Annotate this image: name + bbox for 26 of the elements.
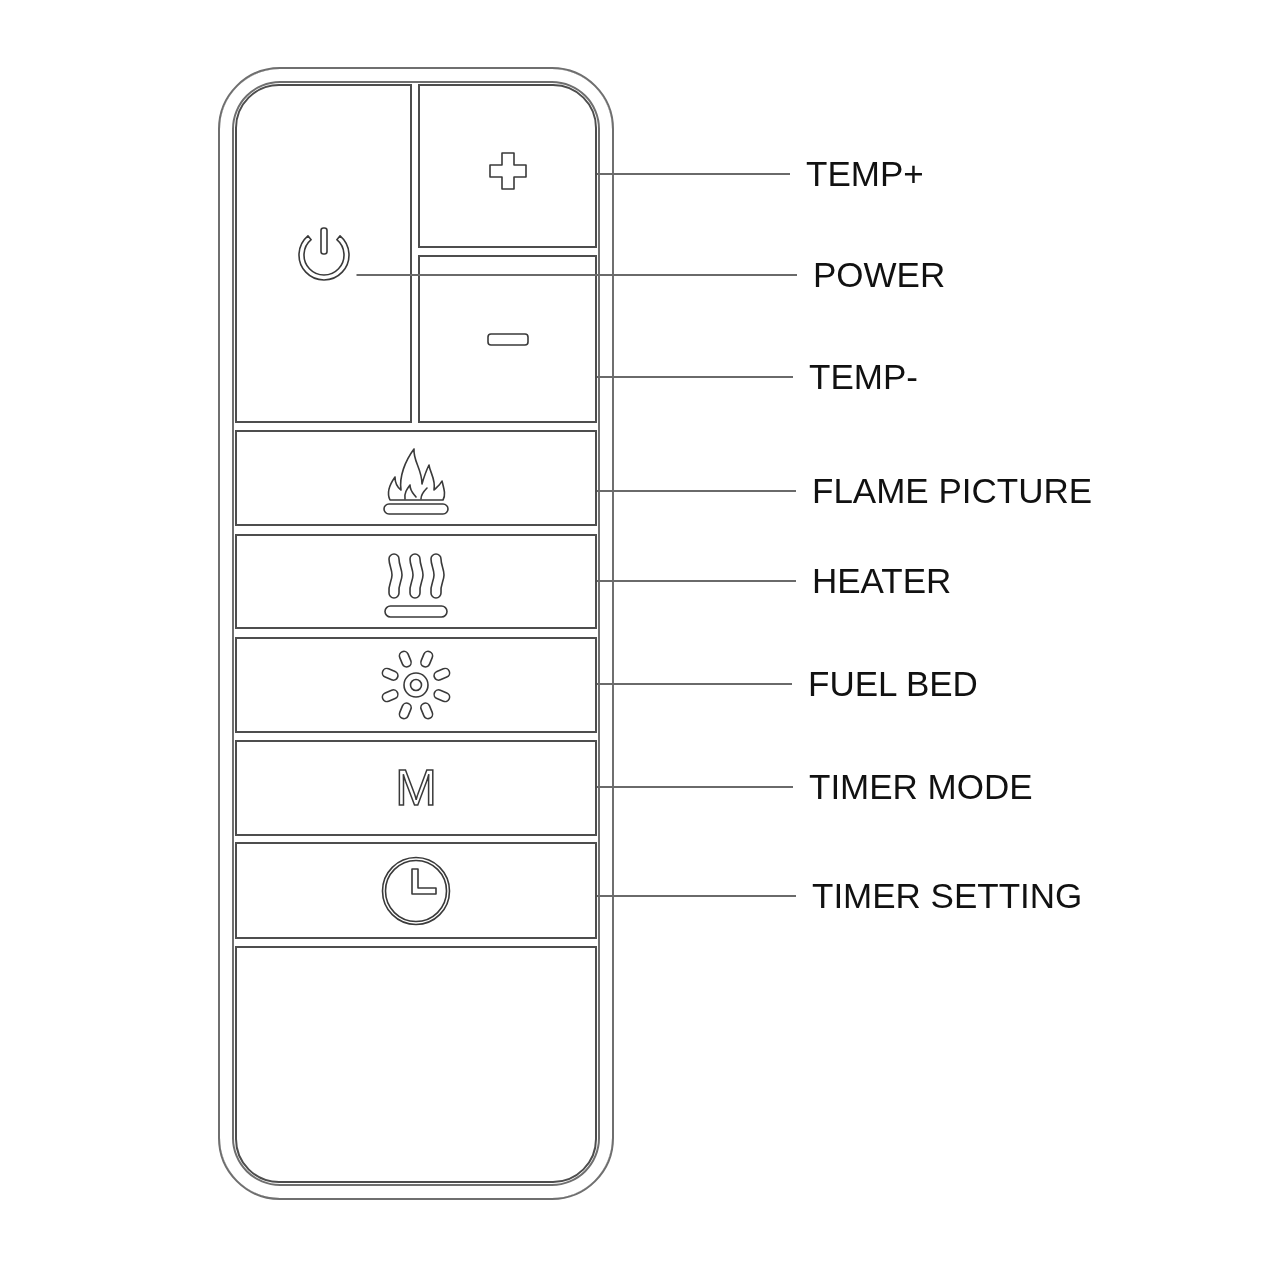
remote-control-body — [218, 67, 614, 1200]
callout-label: TIMER SETTING — [812, 876, 1083, 916]
flame-button — [235, 430, 597, 526]
power-button — [235, 84, 412, 423]
plus-button — [418, 84, 597, 248]
minus-button — [418, 255, 597, 423]
leader-line — [596, 683, 793, 685]
callout-label: TEMP- — [809, 357, 918, 397]
leader-line — [596, 786, 794, 788]
leader-line — [596, 490, 797, 492]
callout-label: FLAME PICTURE — [812, 471, 1093, 511]
leader-line — [355, 274, 798, 276]
blank-button — [235, 946, 597, 1183]
callout-label: POWER — [813, 255, 946, 295]
leader-line — [596, 173, 791, 175]
mode-button: M — [235, 740, 597, 836]
leader-line — [596, 895, 797, 897]
heat-button — [235, 534, 597, 629]
callout-label: TEMP+ — [806, 154, 924, 194]
light-button — [235, 637, 597, 733]
leader-line — [596, 580, 797, 582]
leader-line — [596, 376, 794, 378]
callout-label: FUEL BED — [808, 664, 978, 704]
clock-button — [235, 842, 597, 939]
callout-label: HEATER — [812, 561, 952, 601]
callout-label: TIMER MODE — [809, 767, 1033, 807]
